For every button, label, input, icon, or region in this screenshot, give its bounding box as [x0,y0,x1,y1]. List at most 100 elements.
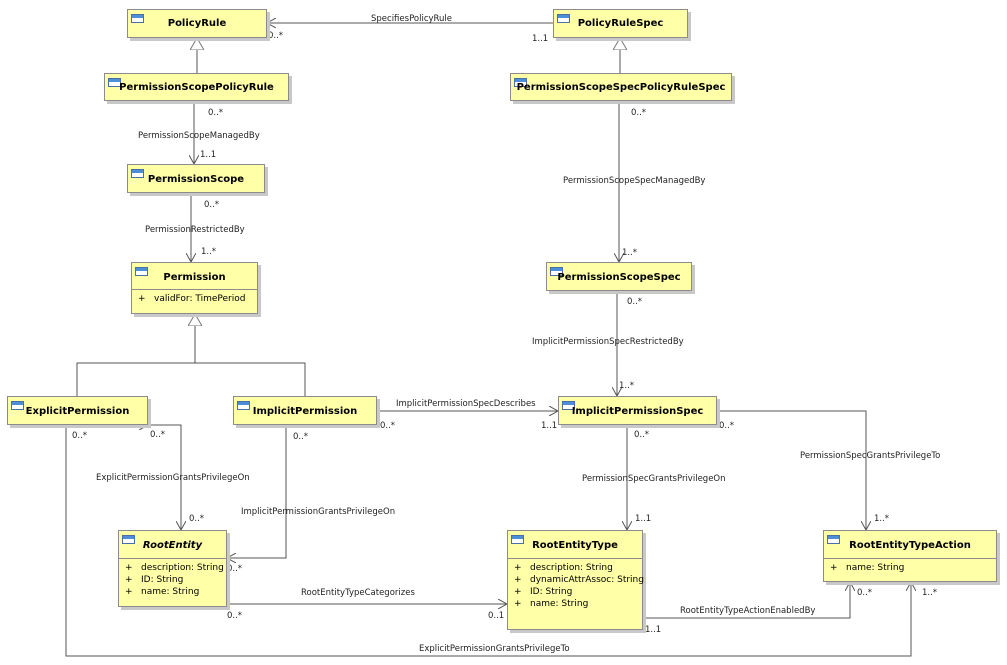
class-icon [562,401,575,410]
multiplicity: 1..* [874,514,889,524]
multiplicity: 1..* [622,248,637,258]
attribute-text: description: String [530,563,613,573]
visibility-marker: + [125,587,133,597]
class-root-entity[interactable]: RootEntity +description: String +ID: Str… [118,530,227,607]
assoc-label: RootEntityTypeCategorizes [301,588,415,598]
class-name: PolicyRule [167,18,227,29]
assoc-label: RootEntityTypeActionEnabledBy [680,606,815,616]
multiplicity: 0..* [72,431,87,441]
multiplicity: 1..1 [645,625,661,635]
class-name: RootEntityType [532,540,618,551]
attribute-compartment: + description: String + dynamicAttrAssoc: … [508,558,644,629]
class-name: PolicyRuleSpec [577,18,664,29]
multiplicity: 0..* [631,108,646,118]
class-name: PermissionScopePolicyRule [119,82,274,93]
multiplicity: 1..1 [532,34,548,44]
class-root-entity-type[interactable]: RootEntityType + description: String + dyn… [507,530,644,630]
class-permission[interactable]: Permission + validFor: TimePeriod [131,262,258,314]
class-policy-rule-spec[interactable]: PolicyRuleSpec [553,9,688,38]
class-name: RootEntityTypeAction [849,540,971,551]
class-icon [108,78,121,87]
visibility-marker: + [125,575,133,585]
multiplicity: 0..* [204,200,219,210]
class-icon [237,401,250,410]
multiplicity: 0..* [380,421,395,431]
multiplicity: 0..* [268,31,283,41]
assoc-label: ExplicitPermissionGrantsPrivilegeOn [96,473,250,483]
multiplicity: 0..* [293,432,308,442]
class-name: PermissionScopeSpec [557,272,681,283]
assoc-label: ImplicitPermissionGrantsPrivilegeOn [241,507,395,517]
assoc-label: PermissionRestrictedBy [145,225,245,235]
class-explicit-permission[interactable]: ExplicitPermission [7,396,148,425]
attribute-text: ID: String [530,587,573,597]
attribute: + dynamicAttrAssoc: String [514,575,644,585]
multiplicity: 0..1 [488,611,504,621]
multiplicity: 0..* [627,297,642,307]
attribute-text: validFor: TimePeriod [154,294,246,304]
visibility-marker: + [125,563,133,573]
class-permission-scope[interactable]: PermissionScope [127,164,265,193]
class-icon [122,535,135,544]
class-name: PermissionScope [147,174,245,185]
assoc-label: PermissionSpecGrantsPrivilegeTo [800,451,940,461]
multiplicity: 0..* [857,588,872,598]
class-icon [557,14,570,23]
attribute-text: name: String [530,599,589,609]
multiplicity: 1..1 [541,421,557,431]
class-name: Permission [163,272,226,283]
class-implicit-permission-spec[interactable]: ImplicitPermissionSpec [558,396,717,425]
assoc-label: PermissionScopeManagedBy [138,131,260,141]
class-root-entity-type-action[interactable]: RootEntityTypeAction + name: String [823,530,997,582]
class-icon [827,535,840,544]
class-icon [511,535,524,544]
attribute-compartment: + name: String [824,558,996,581]
class-permission-scope-policy-rule[interactable]: PermissionScopePolicyRule [104,73,289,101]
assoc-label: ImplicitPermissionSpecRestrictedBy [532,337,684,347]
visibility-marker: + [514,563,522,573]
class-name: ImplicitPermission [252,406,358,417]
class-policy-rule[interactable]: PolicyRule [127,9,267,38]
attribute: + description: String [514,563,613,573]
visibility-marker: + [138,294,146,304]
assoc-label: PermissionSpecGrantsPrivilegeOn [582,474,726,484]
attribute: + name: String [514,599,588,609]
attribute: + name: String [125,587,199,597]
class-icon [550,267,563,276]
visibility-marker: + [830,563,838,573]
attribute-text: dynamicAttrAssoc: String [530,575,644,585]
class-name: PermissionScopeSpecPolicyRuleSpec [516,82,726,93]
class-icon [131,169,144,178]
multiplicity: 0..* [227,564,242,574]
visibility-marker: + [514,599,522,609]
class-permission-scope-spec[interactable]: PermissionScopeSpec [546,262,692,291]
attribute-text: name: String [846,563,905,573]
implicit-permission-grants-privilege-on-line [227,427,286,558]
multiplicity: 0..* [150,430,165,440]
generalization-line [76,362,306,396]
multiplicity: 1..1 [635,514,651,524]
assoc-label: SpecifiesPolicyRule [371,14,452,24]
multiplicity: 1..* [619,381,634,391]
class-name: ExplicitPermission [25,406,130,417]
root-entity-type-action-enabled-by-line [643,582,850,618]
class-implicit-permission[interactable]: ImplicitPermission [233,396,377,425]
visibility-marker: + [514,587,522,597]
class-permission-scope-spec-policy-rule-spec[interactable]: PermissionScopeSpecPolicyRuleSpec [510,73,732,101]
attribute: + ID: String [514,587,572,597]
assoc-label: PermissionScopeSpecManagedBy [563,176,705,186]
class-icon [514,78,527,87]
multiplicity: 0..* [634,430,649,440]
class-name: RootEntity [142,540,203,551]
attribute-compartment: + validFor: TimePeriod [132,289,257,313]
attribute: +ID: String [125,575,183,585]
class-icon [131,14,144,23]
multiplicity: 0..* [189,514,204,524]
attribute-compartment: +description: String +ID: String +name: … [119,558,226,606]
attribute-text: name: String [141,587,200,597]
class-name: ImplicitPermissionSpec [571,406,704,417]
visibility-marker: + [514,575,522,585]
attribute: + validFor: TimePeriod [138,294,245,304]
multiplicity: 0..* [719,421,734,431]
multiplicity: 1..* [201,247,216,257]
